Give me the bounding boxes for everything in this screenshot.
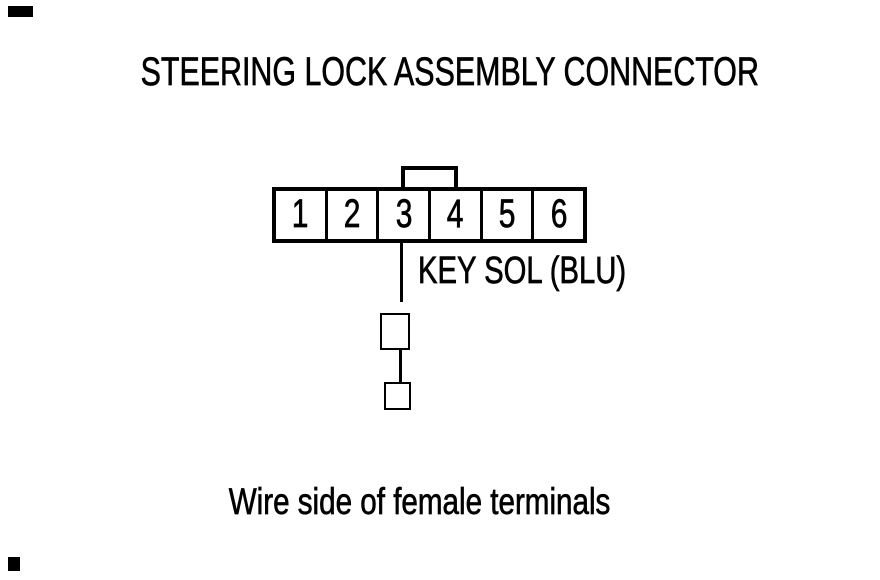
connector-pin-cell-5: 5 [479,191,532,239]
page-title: STEERING LOCK ASSEMBLY CONNECTOR [0,50,880,94]
pin-number: 2 [343,191,361,236]
pin-number: 6 [550,191,568,236]
pin-number: 4 [447,191,464,236]
wire-line-upper [400,242,403,302]
pin-number: 3 [395,191,413,236]
connector-polarization-tab [401,166,458,191]
connector-pin-cell-4: 4 [428,191,480,239]
caption-text: Wire side of female terminals [229,481,611,522]
terminal-box-small [384,382,411,410]
wire-label: KEY SOL (BLU) [418,250,627,292]
connector-body: 1 2 3 4 5 6 [272,187,587,243]
connector-pin-cell-3: 3 [376,191,428,239]
connector-pin-cell-2: 2 [324,191,377,239]
pin-number: 1 [291,191,309,236]
terminal-box-large [380,313,410,350]
pin-number: 5 [498,191,516,236]
page-title-text: STEERING LOCK ASSEMBLY CONNECTOR [140,50,760,94]
wire-line-lower [399,350,402,383]
caption: Wire side of female terminals [0,481,880,522]
connector-pin-cell-1: 1 [276,191,325,239]
scan-mark-bottom-left [8,557,20,571]
scan-mark-top-left [8,6,33,17]
connector-pin-cell-6: 6 [531,191,583,239]
